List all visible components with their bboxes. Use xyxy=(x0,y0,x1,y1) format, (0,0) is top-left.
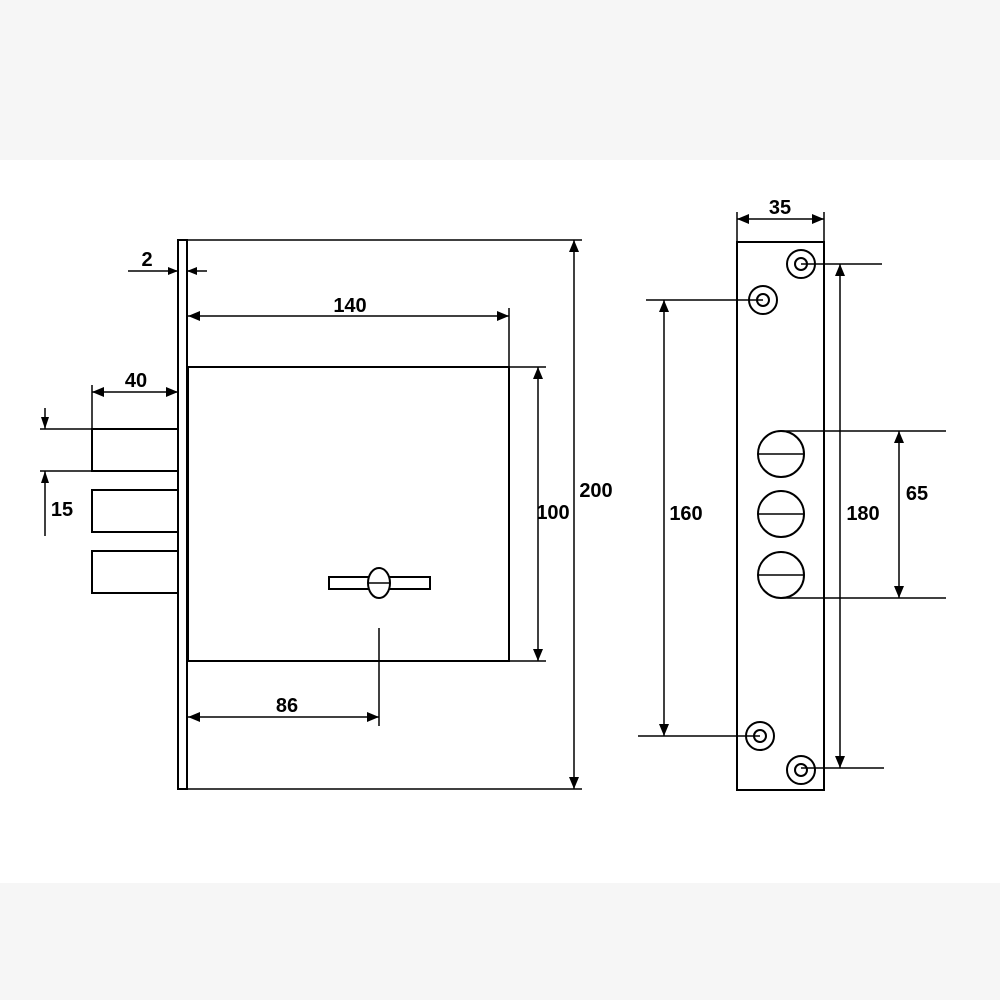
keyhole-icon xyxy=(328,567,431,599)
dim-label-100: 100 xyxy=(536,502,569,524)
bolt-bottom xyxy=(91,550,179,594)
dim-label-160: 160 xyxy=(669,503,702,525)
bottom-background-band xyxy=(0,883,1000,1000)
bolt-top xyxy=(91,428,179,472)
dim-bolt-length: 40 xyxy=(91,370,178,429)
dim-screw-spacing-outer: 180 xyxy=(801,263,884,769)
dim-front-width: 35 xyxy=(736,197,825,242)
front-faceplate xyxy=(736,241,825,791)
dim-case-width: 140 xyxy=(187,295,510,367)
dim-label-140: 140 xyxy=(333,295,366,317)
lock-case xyxy=(187,366,510,662)
dim-faceplate-thickness: 2 xyxy=(128,249,207,275)
dim-label-180: 180 xyxy=(846,503,879,525)
dim-label-40: 40 xyxy=(125,370,147,392)
bolt-head-icon xyxy=(757,490,805,538)
dim-bolt-height: 15 xyxy=(40,408,92,536)
dim-label-35: 35 xyxy=(769,197,791,219)
dim-case-height: 100 xyxy=(509,366,570,662)
dim-bolt-spacing: 65 xyxy=(781,430,946,599)
dim-label-86: 86 xyxy=(276,695,298,717)
faceplate xyxy=(177,239,188,790)
dim-label-200: 200 xyxy=(579,480,612,502)
top-background-band xyxy=(0,0,1000,160)
dim-total-height: 200 xyxy=(187,239,613,790)
bolt-middle xyxy=(91,489,179,533)
side-view: 2 140 40 15 xyxy=(40,239,613,790)
front-view: 35 160 180 65 xyxy=(638,197,946,791)
dim-label-2: 2 xyxy=(141,249,152,271)
dim-label-65: 65 xyxy=(906,483,928,505)
dim-label-15: 15 xyxy=(51,499,73,521)
dim-screw-spacing-inner: 160 xyxy=(638,299,763,737)
screw-icon xyxy=(786,755,816,785)
dim-key-offset: 86 xyxy=(187,628,380,726)
